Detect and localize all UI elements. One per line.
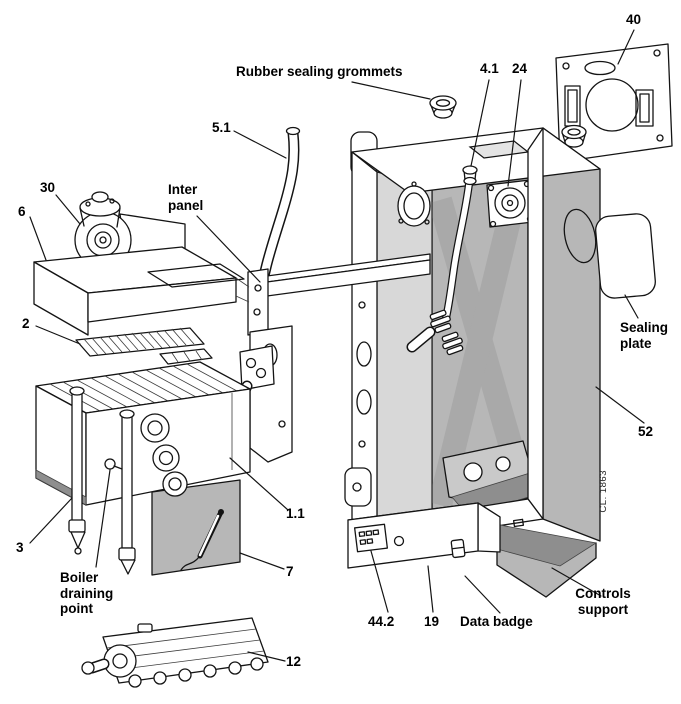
callout-boiler-draining-point: Boiler draining point — [60, 570, 114, 617]
callout-40: 40 — [626, 12, 642, 27]
grommet-4-1 — [462, 165, 478, 186]
control-board-44-2 — [353, 523, 389, 553]
condensate-sump — [442, 440, 539, 517]
control-panel-19 — [347, 502, 501, 569]
air-box-6 — [33, 246, 250, 336]
pump-motor-24 — [486, 179, 534, 228]
callout-data-badge: Data badge — [460, 614, 533, 629]
callout-6: 6 — [18, 204, 26, 219]
leader-lines — [29, 29, 645, 662]
callout-52: 52 — [638, 424, 654, 439]
callout-sealing-plate: Sealing plate — [620, 320, 669, 351]
grille-2 — [75, 327, 213, 365]
callout-19: 19 — [424, 614, 440, 629]
callout-30: 30 — [40, 180, 56, 195]
main-casing-52 — [344, 127, 601, 549]
venturi-inlet — [81, 644, 137, 678]
callout-44-2: 44.2 — [368, 614, 395, 629]
callout-24: 24 — [512, 61, 528, 76]
igniter-electrode — [180, 509, 224, 571]
rubber-grommet — [429, 95, 457, 119]
callout-inter-panel: Inter panel — [168, 182, 204, 213]
callout-7: 7 — [286, 564, 294, 579]
callout-rubber-sealing-grommets: Rubber sealing grommets — [236, 64, 403, 79]
sealing-plate — [595, 213, 656, 299]
callout-4-1: 4.1 — [480, 61, 499, 76]
cover-7 — [151, 479, 241, 576]
callout-5-1: 5.1 — [212, 120, 231, 135]
callout-12: 12 — [286, 654, 302, 669]
inter-panel — [227, 253, 431, 463]
callout-controls-support: Controls support — [575, 586, 631, 617]
tube-loops — [140, 413, 188, 497]
power-switch — [450, 538, 466, 559]
pipes-3 — [68, 386, 136, 575]
rubber-grommet-on-plate — [561, 124, 587, 148]
drawing-code: CL. 1863 — [598, 470, 609, 513]
callout-2: 2 — [22, 316, 30, 331]
callout-1-1: 1.1 — [286, 506, 305, 521]
burner-12 — [81, 617, 269, 688]
flue-port — [397, 181, 431, 227]
back-plate-40 — [555, 43, 673, 163]
callout-3: 3 — [16, 540, 24, 555]
internal-hose — [406, 180, 473, 356]
drain-point-valve — [104, 458, 123, 470]
